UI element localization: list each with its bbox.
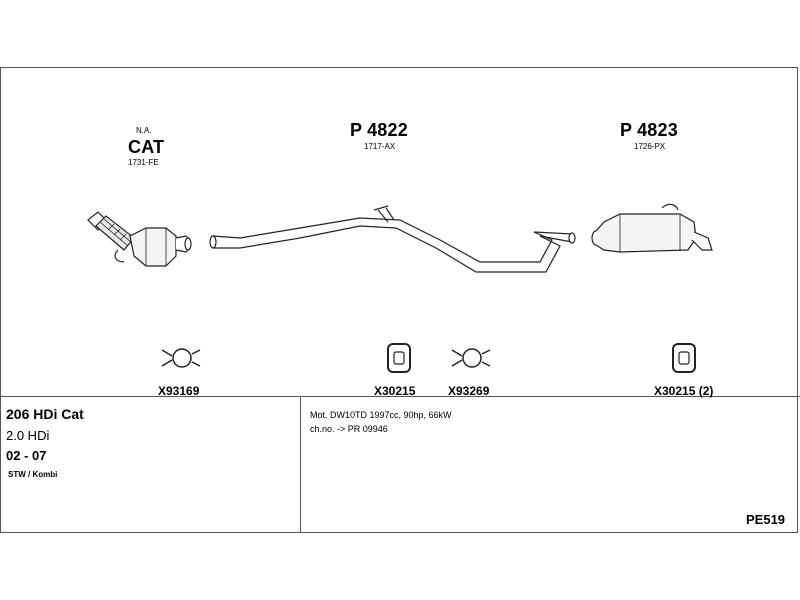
rubber-hanger-icon [387,343,411,373]
catalytic-converter-drawing [87,211,192,267]
chassis-note: ch.no. -> PR 09946 [310,424,388,434]
vehicle-body: STW / Kombi [8,470,58,479]
vehicle-engine: 2.0 HDi [6,428,50,443]
diagram-frame [0,67,798,533]
p4822-part-ref: 1717-AX [364,142,396,151]
fitting-code: X93269 [448,384,490,398]
p4822-part-name: P 4822 [350,120,408,140]
fitting-code: X30215 (2) [654,384,714,398]
clamp-icon [451,348,491,368]
fitting-code: X93169 [158,384,200,398]
cat-part-ref: 1731-FE [128,158,159,167]
cat-top-label: N.A. [136,126,152,135]
p4823-part-name: P 4823 [620,120,678,140]
middle-pipe-drawing [209,205,576,273]
clamp-icon [161,348,201,368]
diagram-code: PE519 [746,512,786,527]
rubber-hanger-icon [672,343,696,373]
info-column-divider [300,397,301,533]
fitting-code: X30215 [374,384,416,398]
engine-note: Mot. DW10TD 1997cc, 90hp, 66kW [310,410,452,420]
info-divider [0,396,800,397]
p4823-part-ref: 1726-PX [634,142,666,151]
vehicle-model: 206 HDi Cat [6,406,84,422]
cat-part-name: CAT [128,137,165,157]
rear-silencer-drawing [591,203,713,253]
vehicle-years: 02 - 07 [6,448,47,463]
